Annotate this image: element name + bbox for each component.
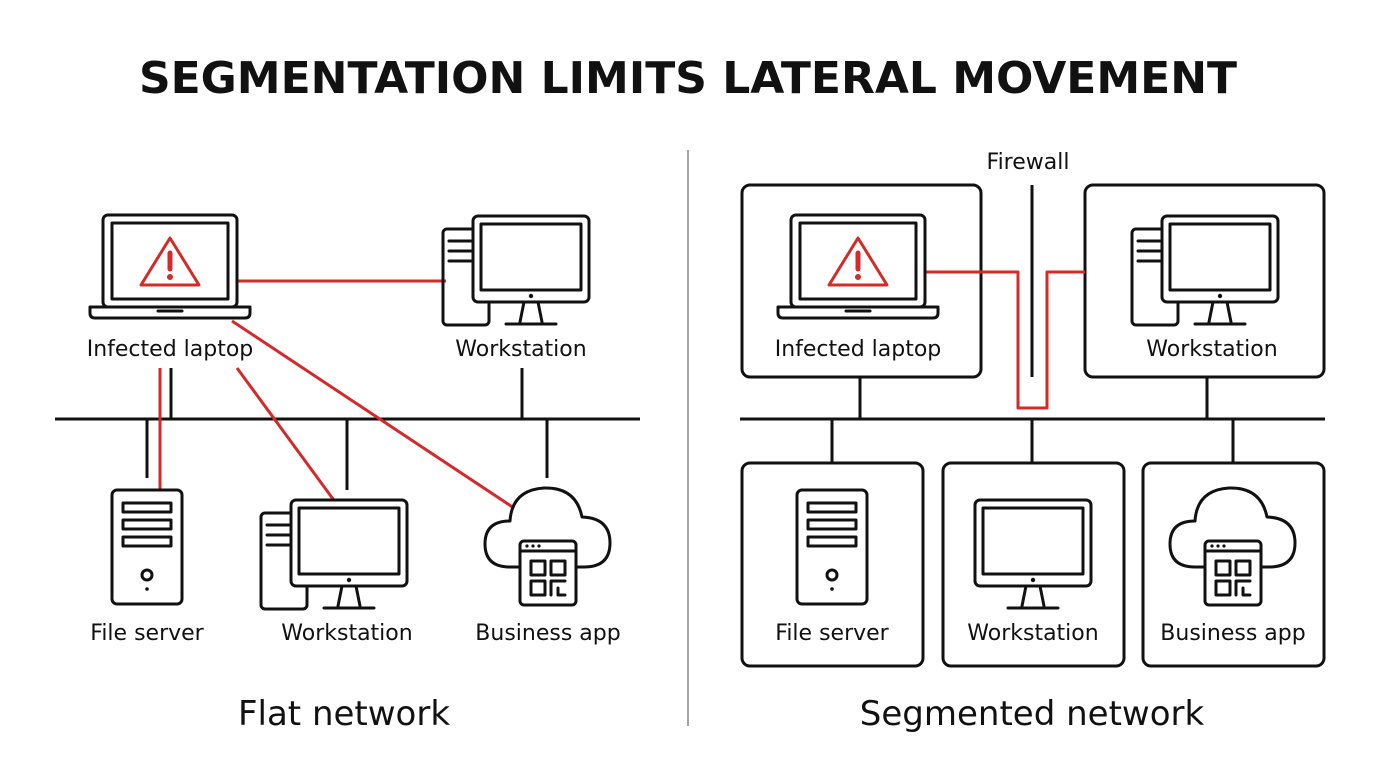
blocked-attack-path — [926, 270, 1085, 410]
segment-box-file-server — [740, 461, 925, 668]
seg-workstation-bottom-label: Workstation — [967, 621, 1098, 646]
segmented-network-caption: Segmented network — [860, 694, 1205, 734]
diagram-title: SEGMENTATION LIMITS LATERAL MOVEMENT — [139, 53, 1237, 104]
seg-workstation-top-label: Workstation — [1146, 337, 1277, 362]
segment-box-workstation-bottom — [941, 461, 1126, 668]
segmented-network-panel: Firewall Infected laptop Workstation Fil… — [740, 150, 1326, 734]
attack-path-to-business-app — [231, 319, 515, 510]
seg-infected-laptop-label: Infected laptop — [775, 337, 942, 362]
cloud-app-icon — [483, 486, 612, 607]
flat-file-server-label: File server — [90, 621, 204, 646]
flat-workstation-top-label: Workstation — [455, 337, 586, 362]
flat-business-app-label: Business app — [475, 621, 620, 646]
warning-icon — [141, 238, 199, 285]
flat-workstation-bottom-label: Workstation — [281, 621, 412, 646]
seg-file-server-label: File server — [775, 621, 889, 646]
workstation-icon — [441, 214, 591, 327]
workstation-icon — [259, 498, 409, 611]
server-icon — [110, 488, 184, 606]
segment-box-infected-laptop — [740, 183, 983, 379]
attack-path-to-workstation-bottom — [235, 367, 335, 500]
flat-network-caption: Flat network — [238, 694, 450, 734]
firewall-label: Firewall — [987, 150, 1070, 175]
flat-attack-paths — [158, 279, 515, 510]
seg-business-app-label: Business app — [1160, 621, 1305, 646]
flat-infected-laptop-label: Infected laptop — [87, 337, 254, 362]
flat-network-panel: Infected laptop Workstation File server … — [55, 213, 640, 734]
